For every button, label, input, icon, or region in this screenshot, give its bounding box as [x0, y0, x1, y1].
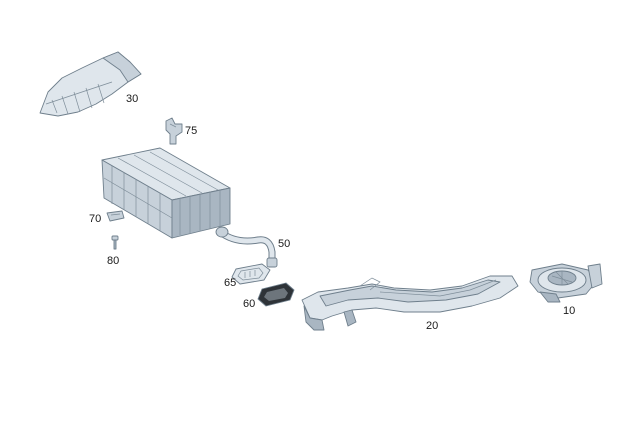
- control-unit-module[interactable]: [101, 147, 231, 239]
- part-70-label: 70: [89, 213, 101, 225]
- part-75-label: 75: [185, 125, 197, 137]
- part-10-blower[interactable]: [529, 263, 603, 303]
- part-80-screw[interactable]: [111, 235, 119, 250]
- part-70-clip[interactable]: [106, 210, 125, 222]
- part-65-label: 65: [224, 277, 236, 289]
- part-20-duct[interactable]: [301, 275, 519, 331]
- part-30-label: 30: [126, 93, 138, 105]
- part-60-seal[interactable]: [257, 282, 295, 307]
- part-20-label: 20: [426, 320, 438, 332]
- part-50-label: 50: [278, 238, 290, 250]
- part-60-label: 60: [243, 298, 255, 310]
- part-10-label: 10: [563, 305, 575, 317]
- part-65-grommet[interactable]: [231, 263, 271, 285]
- part-75-bracket[interactable]: [165, 117, 183, 145]
- part-30-cover[interactable]: [39, 51, 142, 117]
- part-80-label: 80: [107, 255, 119, 267]
- part-50-hose[interactable]: [215, 226, 278, 268]
